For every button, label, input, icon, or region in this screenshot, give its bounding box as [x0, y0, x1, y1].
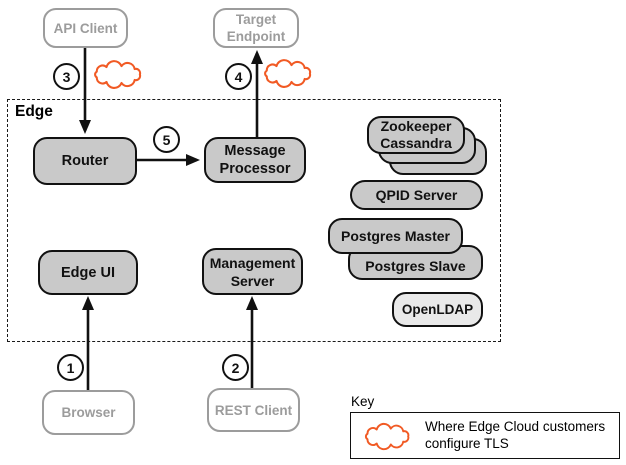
node-api-client-label: API Client: [53, 20, 118, 36]
node-router-label: Router: [61, 153, 109, 169]
node-zookeeper-cassandra-label: Zookeeper Cassandra: [380, 118, 452, 151]
node-target-endpoint-label: Target Endpoint: [226, 12, 286, 44]
node-router: Router: [33, 137, 137, 185]
node-target-endpoint: Target Endpoint: [213, 8, 299, 48]
node-postgres-master-label: Postgres Master: [341, 228, 450, 244]
step-badge-1: 1: [57, 354, 84, 381]
key-legend-box: Where Edge Cloud customers configure TLS: [350, 412, 620, 459]
step-badge-2: 2: [222, 354, 249, 381]
node-api-client: API Client: [43, 8, 128, 48]
edge-container-label: Edge: [15, 103, 53, 120]
node-edge-ui-label: Edge UI: [61, 264, 115, 281]
node-zookeeper-cassandra: Zookeeper Cassandra: [367, 116, 465, 154]
step-badge-2-label: 2: [231, 359, 240, 376]
node-management-server-label: Management Server: [209, 254, 296, 289]
node-qpid-server: QPID Server: [350, 180, 483, 210]
node-message-processor-label: Message Processor: [219, 143, 291, 177]
node-rest-client-label: REST Client: [214, 402, 293, 418]
step-badge-3: 3: [53, 63, 80, 90]
node-postgres-slave-label: Postgres Slave: [365, 257, 466, 274]
tls-cloud-icon: [365, 422, 410, 451]
key-legend-text: Where Edge Cloud customers configure TLS: [425, 419, 606, 451]
step-badge-4: 4: [225, 63, 252, 90]
step-badge-5: 5: [153, 126, 180, 153]
step-badge-4-label: 4: [234, 68, 243, 85]
node-qpid-server-label: QPID Server: [375, 187, 458, 203]
node-message-processor: Message Processor: [204, 137, 306, 183]
node-openldap-label: OpenLDAP: [401, 301, 474, 317]
step-badge-3-label: 3: [62, 68, 71, 85]
edge-container: Edge: [7, 99, 501, 342]
node-rest-client: REST Client: [207, 388, 300, 432]
node-browser: Browser: [42, 390, 135, 435]
node-edge-ui: Edge UI: [38, 250, 138, 295]
tls-cloud-icon: [94, 60, 142, 89]
node-management-server: Management Server: [202, 248, 303, 295]
key-title: Key: [351, 394, 375, 409]
node-browser-label: Browser: [61, 405, 116, 420]
step-badge-1-label: 1: [66, 359, 75, 376]
node-openldap: OpenLDAP: [392, 292, 483, 327]
tls-cloud-icon: [264, 59, 312, 88]
node-postgres-master: Postgres Master: [328, 218, 463, 254]
step-badge-5-label: 5: [162, 131, 171, 148]
